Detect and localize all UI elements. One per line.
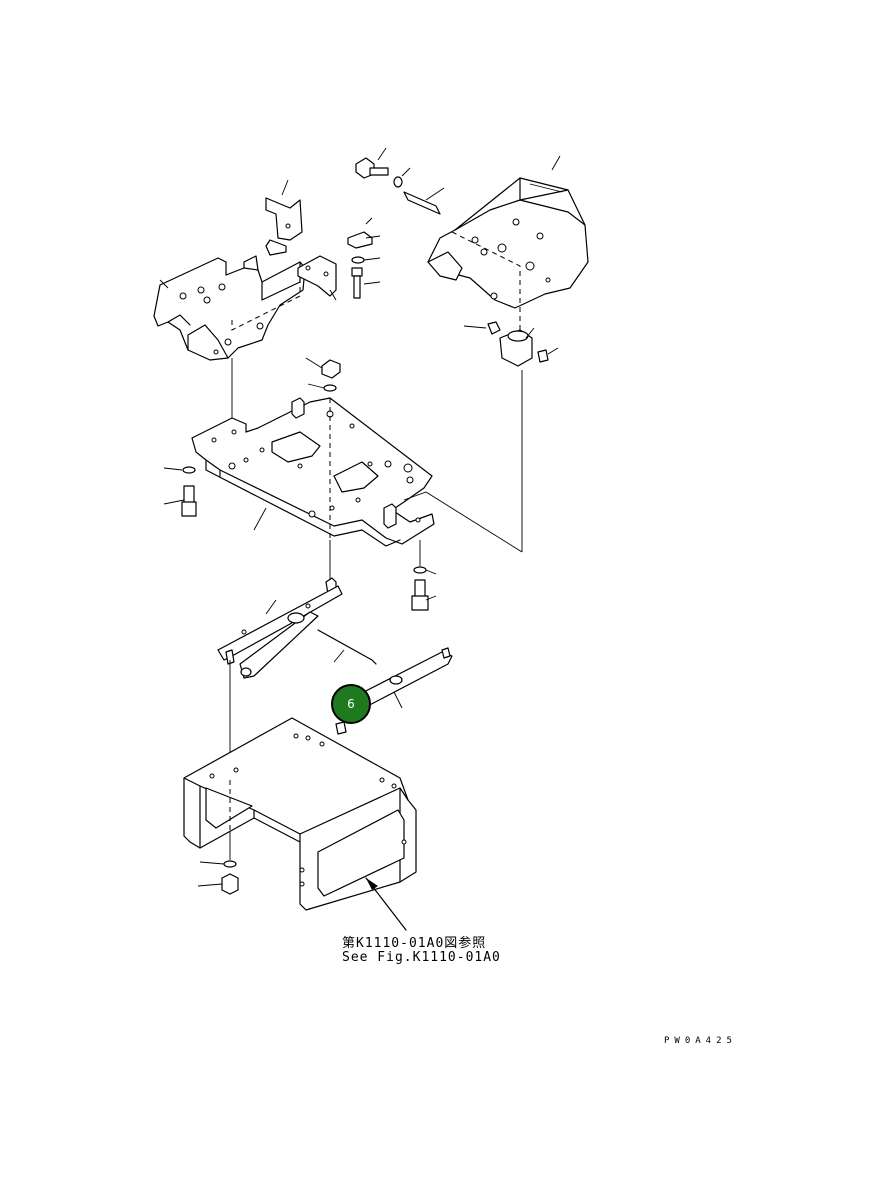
left-upper-bracket xyxy=(153,179,306,361)
bottom-cover xyxy=(183,717,417,911)
bolt-washer-stack-upper xyxy=(347,217,381,299)
floor-plate xyxy=(191,397,523,553)
hinge-clamp xyxy=(463,321,559,367)
right-arm xyxy=(335,647,453,735)
bolt-washer-right xyxy=(411,540,437,611)
nut-washer-center xyxy=(305,357,341,392)
lever-linkage xyxy=(217,577,377,679)
reference-note-english: See Fig.K1110-01A0 xyxy=(342,950,501,965)
reference-arrow xyxy=(365,877,407,931)
part-callout-6[interactable]: 6 xyxy=(331,684,371,724)
bottom-washer-nut xyxy=(197,860,239,895)
top-bolt-and-pin xyxy=(355,147,445,215)
reference-note-japanese: 第K1110-01A0図参照 xyxy=(342,936,487,951)
drawing-code: PW0A425 xyxy=(664,1036,737,1046)
clamp-plate xyxy=(297,255,337,301)
right-upper-housing xyxy=(427,155,589,330)
bolt-washer-left xyxy=(163,466,197,517)
